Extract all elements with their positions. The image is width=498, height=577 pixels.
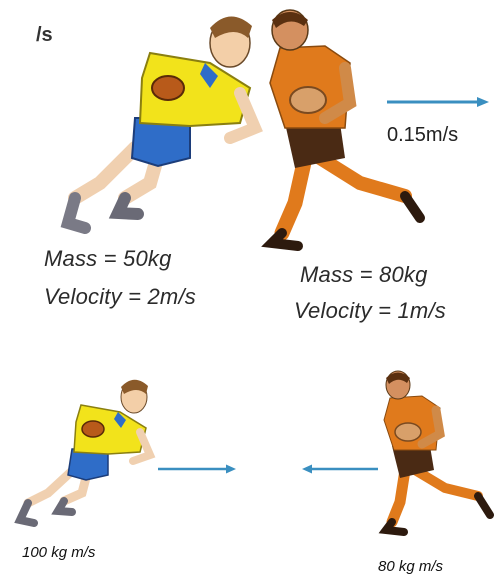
right-momentum-label: 80 kg m/s bbox=[378, 558, 444, 575]
velocity-arrow-right bbox=[387, 97, 489, 107]
momentum-arrow-right bbox=[158, 464, 236, 474]
player-a-illustration bbox=[60, 16, 263, 234]
player-a-mass: Mass = 50kg bbox=[44, 246, 172, 271]
cropped-unit-text: /s bbox=[36, 24, 53, 46]
momentum-arrow-left bbox=[302, 464, 378, 474]
player-a-small-illustration bbox=[14, 379, 156, 527]
arrow-speed-label: 0.15m/s bbox=[387, 124, 459, 146]
player-b-velocity: Velocity = 1m/s bbox=[294, 298, 446, 323]
player-b-illustration bbox=[261, 9, 425, 251]
player-b-small-illustration bbox=[378, 370, 494, 536]
player-b-mass: Mass = 80kg bbox=[300, 262, 428, 287]
left-momentum-label: 100 kg m/s bbox=[22, 544, 96, 561]
player-a-velocity: Velocity = 2m/s bbox=[44, 284, 196, 309]
